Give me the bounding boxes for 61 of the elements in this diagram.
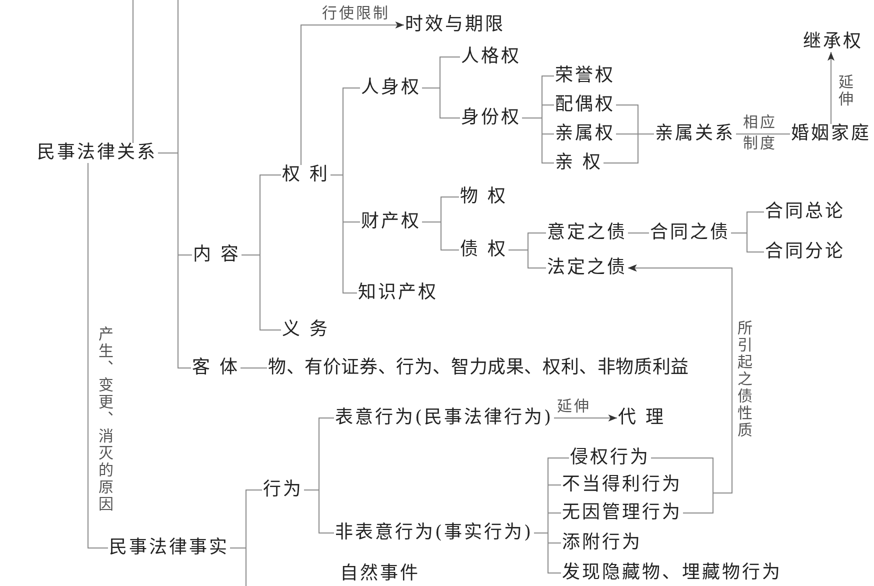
connector-line xyxy=(230,548,246,586)
term-label: 亲属关系 xyxy=(654,124,736,144)
connector-line xyxy=(132,0,134,144)
connector-line xyxy=(508,250,546,268)
connector-line xyxy=(158,152,192,368)
term-label: 债 权 xyxy=(459,240,509,260)
edge-label: 延伸 xyxy=(837,74,853,108)
edge-label: 产生、变更、消灭的原因 xyxy=(97,326,113,513)
connector-line xyxy=(330,174,358,294)
term-label: 合同之债 xyxy=(649,223,731,243)
arrow xyxy=(828,52,834,124)
term-label: 人格权 xyxy=(460,47,522,67)
connector-line xyxy=(422,88,460,118)
term-label: 人身权 xyxy=(360,78,422,98)
term-label: 义 务 xyxy=(281,320,331,340)
term-label: 荣誉权 xyxy=(554,66,616,86)
connector-line xyxy=(241,254,282,330)
term-label: 身份权 xyxy=(460,108,522,128)
term-label: 自然事件 xyxy=(339,564,421,584)
term-label: 民事法律关系 xyxy=(36,143,158,163)
connector-line xyxy=(522,118,554,164)
arrow xyxy=(300,22,404,166)
term-label: 时效与期限 xyxy=(404,15,506,35)
term-label: 婚姻家庭 xyxy=(790,124,872,144)
term-label: 民事法律事实 xyxy=(108,538,230,558)
term-label: 合同分论 xyxy=(764,242,846,262)
term-label: 合同总论 xyxy=(764,202,846,222)
term-label: 无因管理行为 xyxy=(561,503,683,523)
connector-line xyxy=(730,232,764,252)
connector-line xyxy=(603,134,654,164)
term-label: 物 权 xyxy=(459,187,509,207)
term-label: 亲属权 xyxy=(554,124,616,144)
connector-line xyxy=(304,490,334,534)
edge-label: 相应制度 xyxy=(743,112,778,154)
arrow xyxy=(554,414,618,422)
term-label: 权 利 xyxy=(281,165,331,185)
edge-label: 行使限制 xyxy=(322,5,390,21)
edge-label: 所引起之债性质 xyxy=(736,320,752,439)
term-label: 意定之债 xyxy=(546,223,628,243)
term-label: 发现隐藏物、埋藏物行为 xyxy=(561,563,783,583)
term-label: 继承权 xyxy=(802,32,864,52)
term-label: 非表意行为(事实行为) xyxy=(334,523,534,543)
term-label: 内 容 xyxy=(192,245,242,265)
term-label: 代 理 xyxy=(617,408,667,428)
term-label: 行为 xyxy=(262,480,304,500)
term-label: 表意行为(民事法律行为) xyxy=(334,408,554,428)
term-label: 财产权 xyxy=(360,212,422,232)
term-label: 亲 权 xyxy=(554,153,604,173)
term-label: 知识产权 xyxy=(357,283,439,303)
term-label: 物、有价证券、行为、智力成果、权利、非物质利益 xyxy=(267,358,690,378)
edge-label: 延伸 xyxy=(557,398,591,414)
term-label: 侵权行为 xyxy=(569,448,651,468)
term-label: 客 体 xyxy=(191,358,241,378)
connector-line xyxy=(88,162,108,548)
term-label: 添附行为 xyxy=(561,533,643,553)
term-label: 法定之债 xyxy=(546,258,628,278)
term-label: 配偶权 xyxy=(554,95,616,115)
term-label: 不当得利行为 xyxy=(561,475,683,495)
connector-line xyxy=(534,532,562,574)
connector-line xyxy=(422,222,460,250)
connector-line xyxy=(628,232,650,234)
